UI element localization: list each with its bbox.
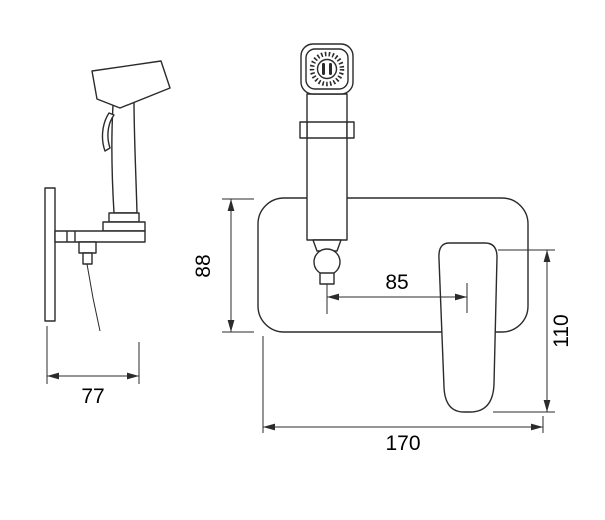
lever-handle	[438, 242, 498, 413]
dimension-77: 77	[46, 326, 140, 408]
dimension-label-170: 170	[385, 432, 420, 455]
dimension-label-77: 77	[81, 385, 104, 408]
side-valve-stem	[82, 252, 93, 265]
sprayer-neck	[312, 239, 342, 252]
dimension-85: 85	[326, 271, 468, 314]
nozzle-inner-ring	[316, 58, 338, 80]
sprayer-head-outer	[300, 43, 354, 95]
side-trigger-clip	[101, 112, 115, 152]
bracket-tab-left	[299, 121, 308, 139]
side-valve-body	[78, 241, 97, 254]
side-handle-socket	[108, 212, 140, 223]
dimension-170: 170	[262, 336, 544, 455]
hose-connector	[319, 272, 335, 285]
arrowhead	[531, 423, 543, 431]
sprayer-body	[306, 93, 348, 241]
nozzle-pause-icon	[329, 63, 332, 75]
dimension-88: 88	[192, 198, 254, 333]
sprayer-head-inner	[305, 48, 349, 90]
dimension-110: 110	[493, 249, 573, 413]
side-water-stream	[86, 263, 101, 332]
side-sprayer-handle	[111, 99, 138, 214]
bracket-tab-right	[346, 121, 355, 139]
nozzle-knurled-ring-icon	[309, 51, 345, 87]
arrowhead	[227, 320, 235, 332]
arrowhead	[327, 293, 339, 301]
side-socket-flange	[102, 221, 146, 232]
arrowhead	[543, 400, 551, 412]
arrowhead	[227, 199, 235, 211]
front-view	[257, 43, 529, 413]
arrowhead	[263, 423, 275, 431]
dimension-label-85: 85	[385, 271, 408, 294]
arrowhead	[47, 372, 59, 380]
dimension-label-88: 88	[192, 254, 215, 277]
side-wall-plate	[44, 187, 56, 322]
side-view	[44, 60, 171, 332]
side-sprayer-head	[91, 60, 171, 109]
side-supply-pipe	[54, 230, 146, 243]
arrowhead	[127, 372, 139, 380]
arrowhead	[455, 293, 467, 301]
nozzle-pause-icon	[322, 63, 325, 75]
dimension-label-110: 110	[550, 314, 573, 347]
arrowhead	[543, 250, 551, 262]
hose-nut	[313, 248, 341, 276]
